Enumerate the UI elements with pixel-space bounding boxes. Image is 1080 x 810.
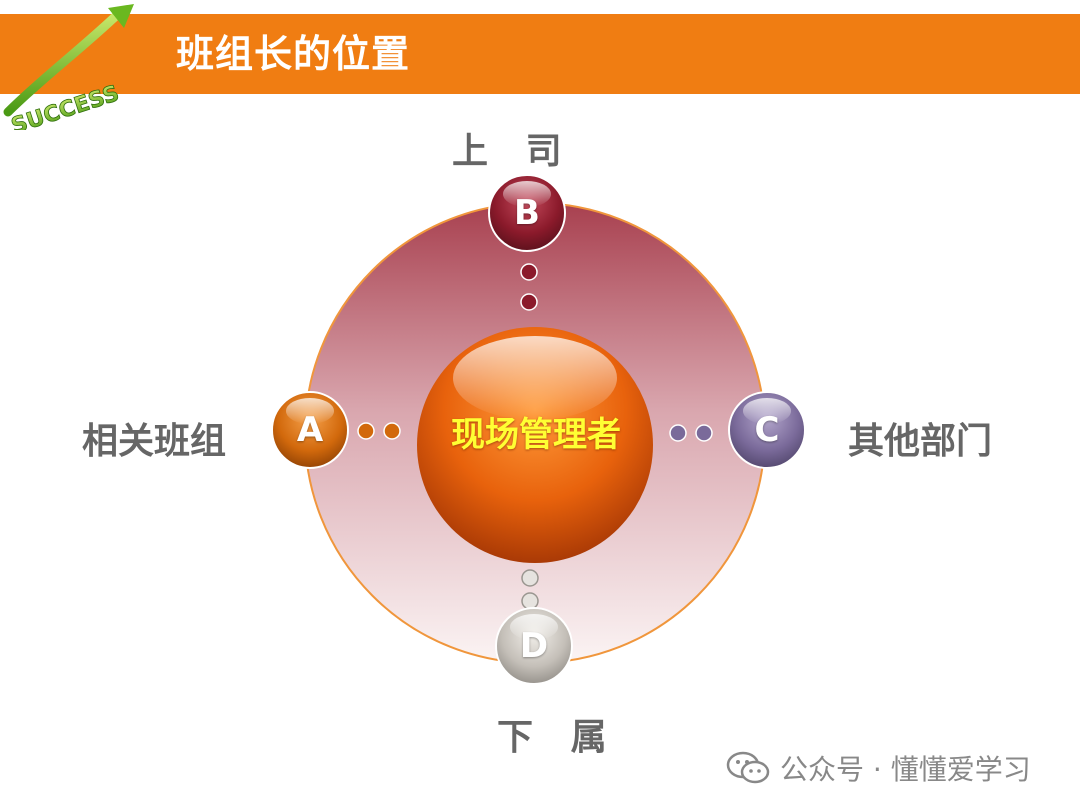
node-c-sphere — [728, 391, 806, 469]
connector-dot-bottom-2 — [521, 592, 539, 610]
label-subordinates: 下 属 — [497, 717, 607, 758]
node-d-letter: D — [519, 626, 549, 666]
page-title: 班组长的位置 — [176, 32, 411, 76]
connector-dot-bottom-1 — [521, 569, 539, 587]
node-b-letter: B — [514, 193, 540, 233]
success-logo: SUCCESS — [3, 4, 134, 130]
header-bar — [0, 14, 1080, 94]
label-superior: 上 司 — [452, 131, 562, 172]
label-related-teams: 相关班组 — [82, 421, 227, 462]
node-b-sphere — [488, 174, 566, 252]
connector-dot-right-2 — [695, 424, 713, 442]
connector-dot-left-1 — [357, 422, 375, 440]
node-c-letter: C — [754, 410, 780, 450]
node-a-letter: A — [296, 410, 324, 450]
connector-dot-left-2 — [383, 422, 401, 440]
center-label: 现场管理者 — [451, 415, 621, 455]
wechat-icon — [726, 751, 770, 784]
center-sphere — [417, 327, 653, 563]
label-other-departments: 其他部门 — [848, 421, 993, 462]
watermark-text: 公众号 · 懂懂爱学习 — [780, 753, 1031, 786]
connector-dot-top-2 — [520, 293, 538, 311]
node-d-sphere — [495, 607, 573, 685]
node-a-sphere — [271, 391, 349, 469]
connector-dot-top-1 — [520, 263, 538, 281]
connector-dot-right-1 — [669, 424, 687, 442]
watermark: 公众号 · 懂懂爱学习 — [726, 748, 1031, 788]
